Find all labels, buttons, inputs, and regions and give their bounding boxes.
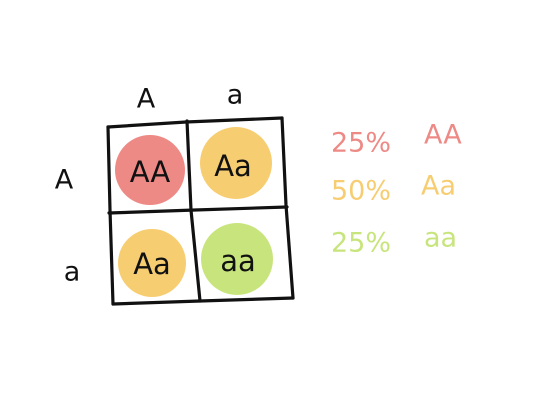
cell-genotype-Aa-bottom: Aa bbox=[133, 247, 171, 281]
top-allele-1: A bbox=[137, 84, 156, 115]
cell-circle-Aa-bottom bbox=[118, 229, 186, 297]
cell-circle-aa bbox=[201, 223, 273, 295]
top-allele-2: a bbox=[227, 80, 244, 111]
legend-percent-Aa: 50% bbox=[331, 176, 391, 207]
cell-genotype-Aa-top: Aa bbox=[214, 149, 252, 183]
side-allele-1: A bbox=[55, 165, 74, 196]
legend-genotype-AA: AA bbox=[424, 120, 462, 151]
legend-percent-aa: 25% bbox=[331, 228, 391, 259]
cell-circle-AA bbox=[115, 135, 185, 205]
legend-genotype-Aa: Aa bbox=[421, 171, 456, 202]
legend-percent-AA: 25% bbox=[331, 128, 391, 159]
punnett-grid bbox=[106, 116, 295, 306]
cell-genotype-aa: aa bbox=[220, 244, 256, 278]
side-allele-2: a bbox=[64, 257, 81, 288]
cell-genotype-AA: AA bbox=[130, 155, 171, 189]
legend-genotype-aa: aa bbox=[424, 223, 457, 254]
cell-circle-Aa-top bbox=[200, 127, 272, 199]
cell-circles bbox=[115, 127, 273, 297]
genotype-ratio-legend: 25% AA 50% Aa 25% aa bbox=[331, 120, 462, 259]
